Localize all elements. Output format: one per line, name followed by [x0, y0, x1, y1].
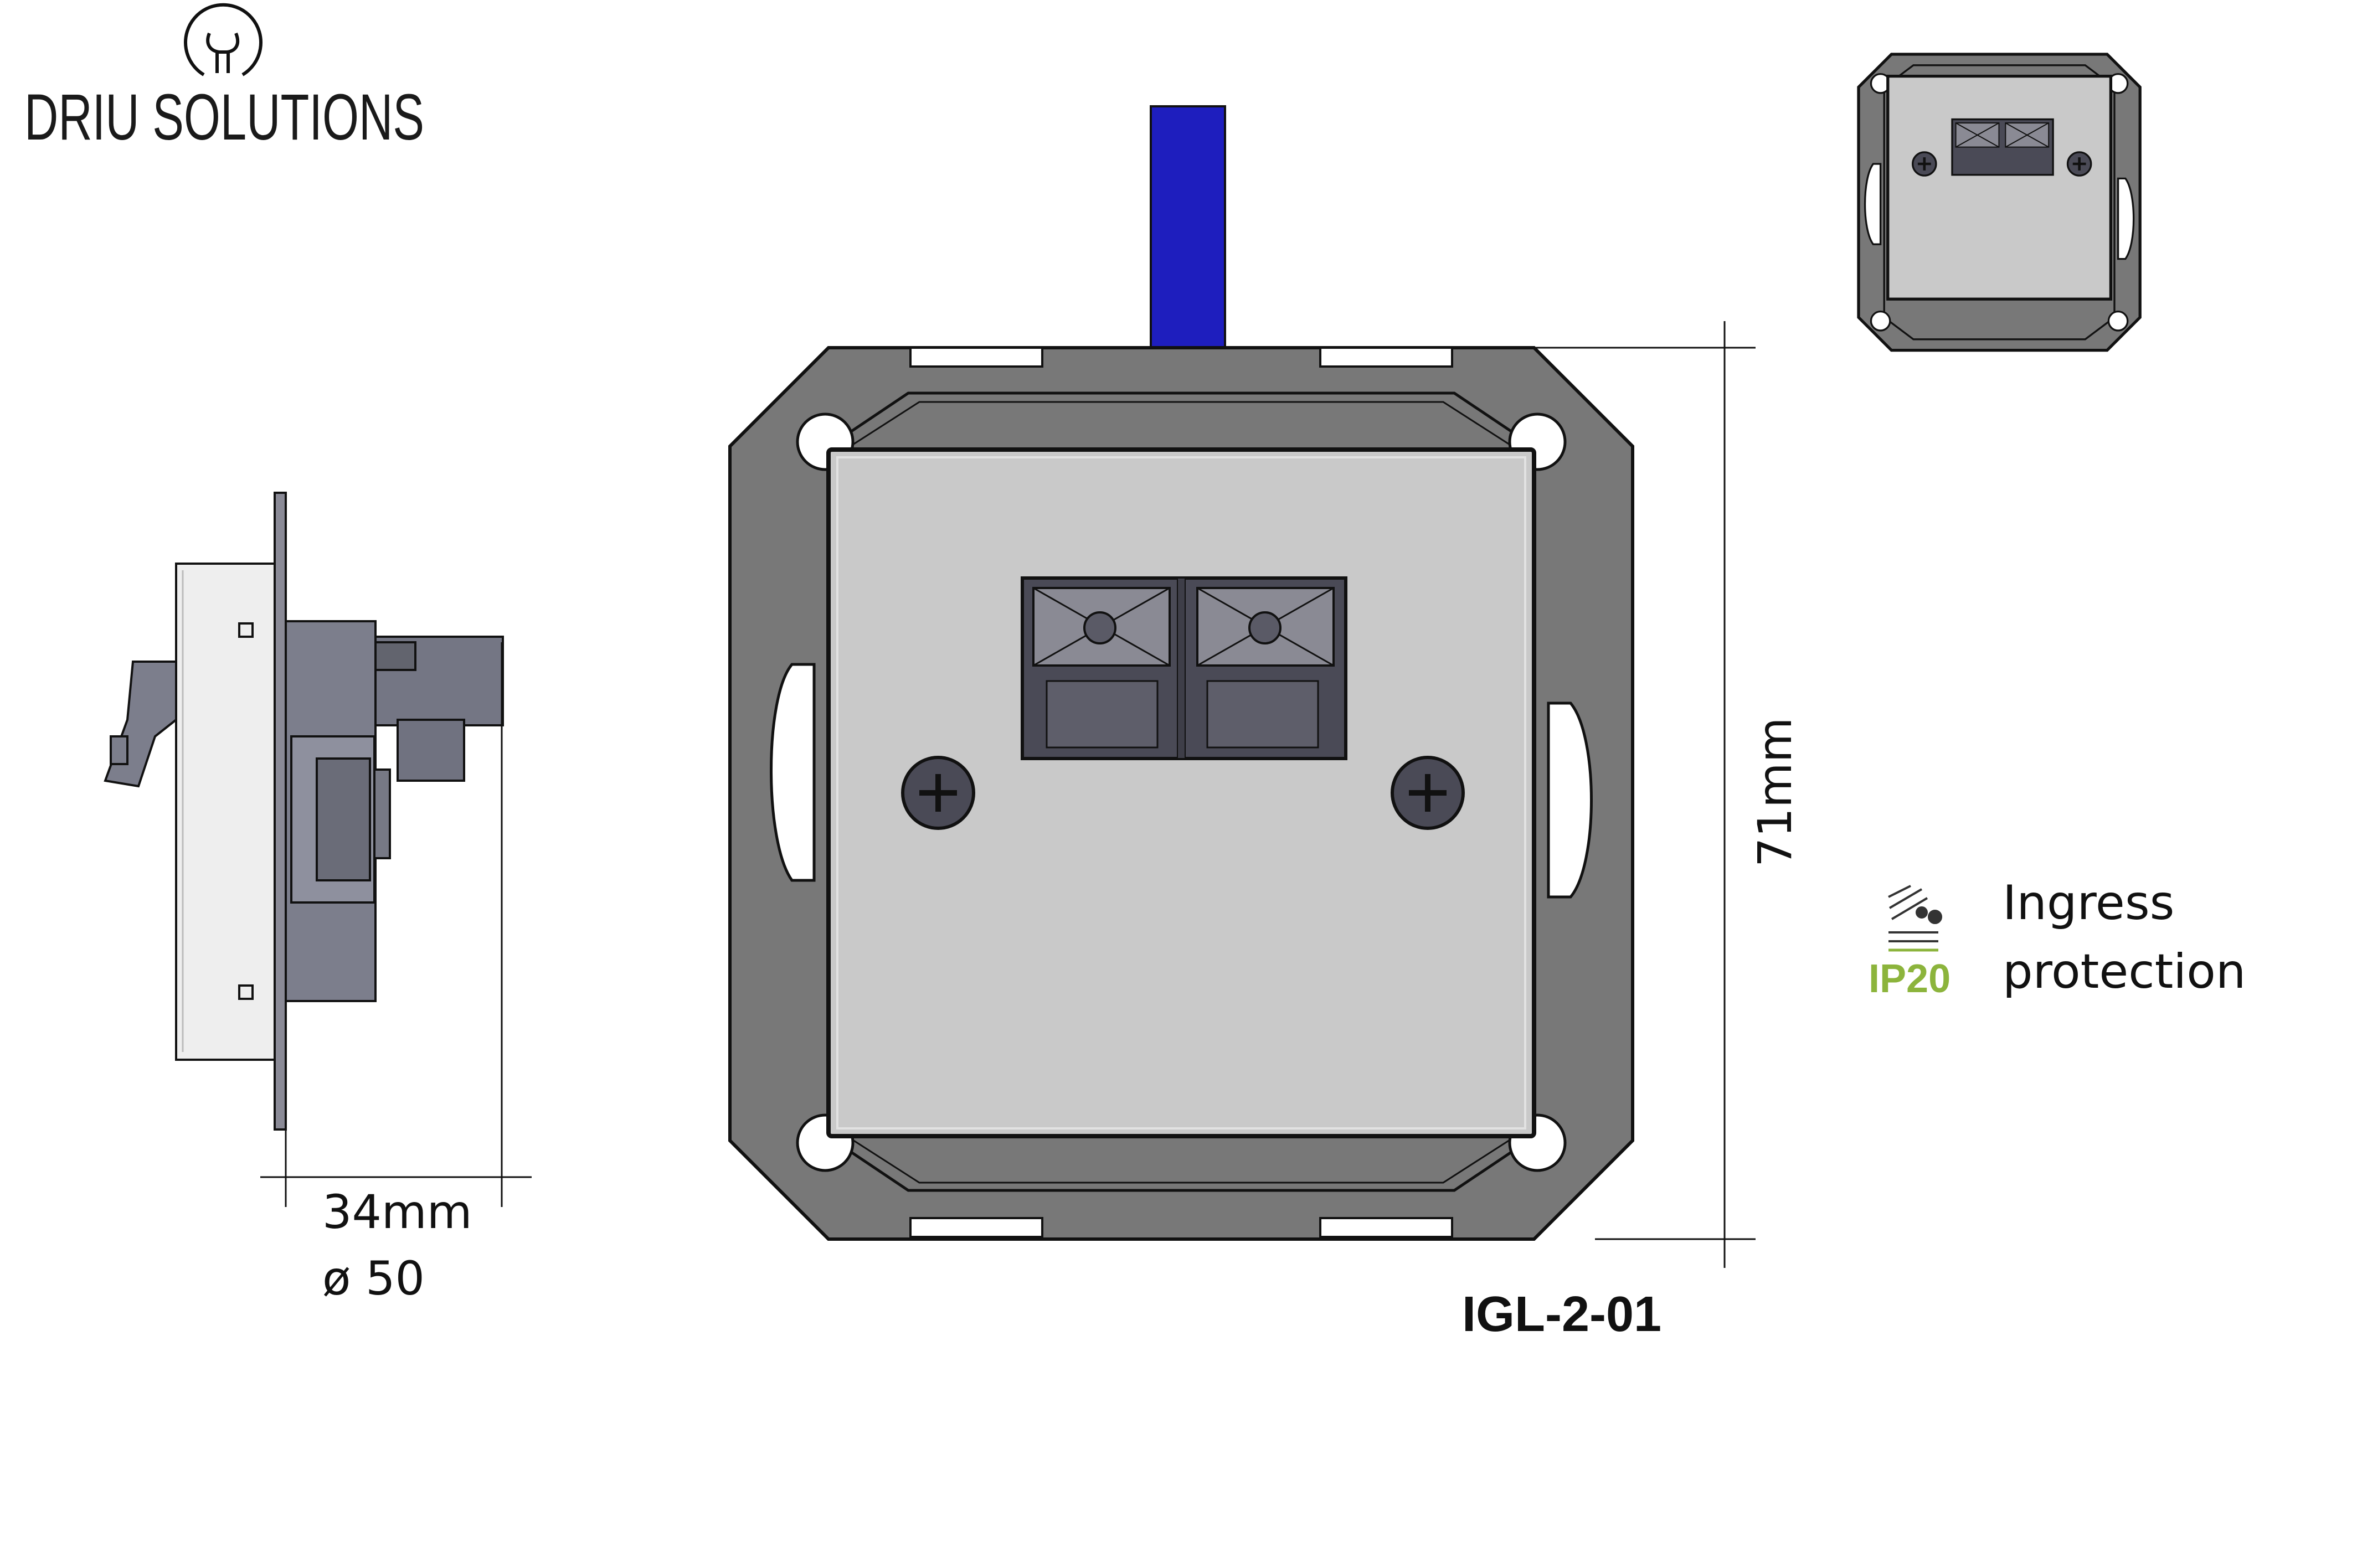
speaker-terminal-block [1021, 576, 1347, 760]
ingress-protection: IP20 Ingress protection [1869, 875, 2246, 1001]
diameter-label: ø 50 [322, 1251, 425, 1306]
model-number: IGL-2-01 [1462, 1287, 1661, 1342]
ingress-label-line1: Ingress [2003, 875, 2174, 931]
screw-right [1391, 756, 1465, 830]
cover-plate [826, 447, 1536, 1138]
height-label: 71mm [1748, 717, 1802, 867]
brand-name: DRIU SOLUTIONS [24, 81, 424, 154]
ingress-label-line2: protection [2003, 944, 2246, 999]
side-view [104, 492, 532, 1207]
lightbulb-icon [184, 3, 263, 76]
ip-rating: IP20 [1869, 957, 1951, 1001]
front-view [728, 105, 1756, 1268]
screw-left [901, 756, 975, 830]
depth-label: 34mm [322, 1185, 472, 1239]
cable [1150, 105, 1226, 351]
brand-logo: DRIU SOLUTIONS [24, 3, 424, 154]
water-dust-drops-icon [1888, 885, 1942, 952]
small-front-view [1857, 53, 2142, 352]
